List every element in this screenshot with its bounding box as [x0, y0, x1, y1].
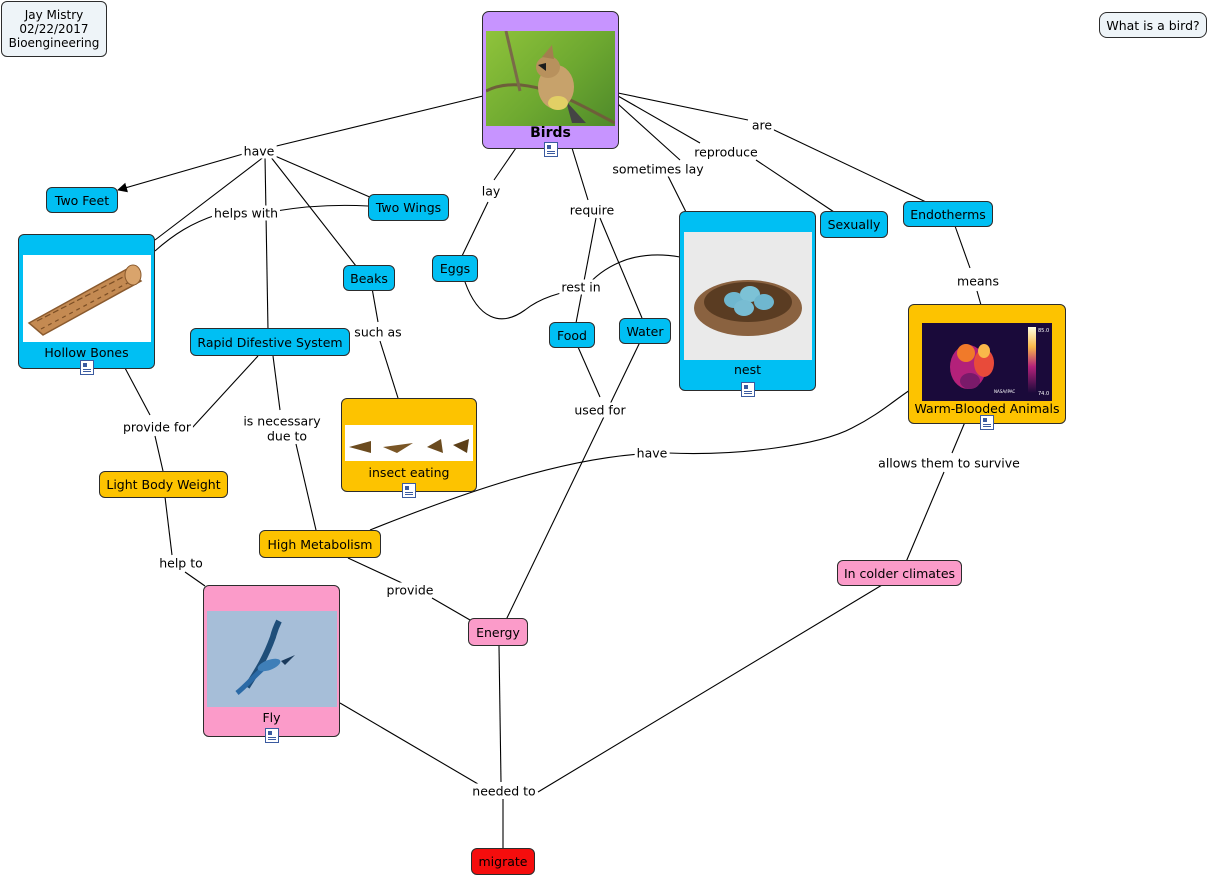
- link-label-provide: provide: [384, 582, 436, 598]
- nest-illustration: [693, 280, 802, 336]
- bone-illustration: [27, 264, 142, 336]
- node-endotherms[interactable]: Endotherms: [903, 201, 993, 227]
- thermal-scale-top: 85.0: [1038, 328, 1049, 334]
- node-rapid-system[interactable]: Rapid Difestive System: [190, 328, 350, 356]
- flying-bird-illustration: [234, 619, 295, 695]
- node-nest-label: nest: [733, 362, 762, 377]
- link-label-lay: lay: [479, 183, 503, 199]
- node-hollow-bones-label: Hollow Bones: [44, 345, 129, 360]
- resource-doc-icon[interactable]: [543, 142, 558, 157]
- thermal-brand: NASA/IPAC: [994, 389, 1015, 394]
- resource-doc-icon[interactable]: [740, 382, 755, 397]
- link-label-have-mid: have: [634, 445, 670, 461]
- beaks-illustration: [349, 439, 469, 453]
- node-fly-label: Fly: [262, 710, 281, 725]
- link-label-require: require: [567, 202, 617, 218]
- node-light-body[interactable]: Light Body Weight: [99, 471, 228, 498]
- resource-doc-icon[interactable]: [980, 415, 994, 430]
- node-birds[interactable]: Birds: [482, 11, 619, 157]
- node-insect-eating-label: insect eating: [368, 465, 450, 480]
- node-water[interactable]: Water: [619, 318, 671, 344]
- thermal-image: 85.0 74.0 NASA/IPAC: [922, 323, 1052, 401]
- node-two-wings[interactable]: Two Wings: [368, 194, 449, 221]
- link-label-means: means: [955, 273, 1001, 289]
- link-label-is-necessary: is necessary: [241, 413, 323, 429]
- link-label-needed-to: needed to: [470, 783, 538, 799]
- link-label-used-for: used for: [572, 402, 628, 418]
- link-label-due-to: due to: [264, 428, 310, 444]
- nest-image: [683, 232, 812, 360]
- node-eggs[interactable]: Eggs: [432, 255, 478, 282]
- waxwing-illustration: [486, 31, 615, 125]
- node-two-feet[interactable]: Two Feet: [46, 187, 118, 213]
- node-insect-eating[interactable]: insect eating: [341, 398, 477, 498]
- node-hollow-bones[interactable]: Hollow Bones: [18, 234, 155, 375]
- link-label-allows: allows them to survive: [876, 455, 1022, 471]
- node-high-metabolism[interactable]: High Metabolism: [259, 530, 381, 558]
- link-label-help-to: help to: [157, 555, 205, 571]
- node-warm-blooded-label: Warm-Blooded Animals: [914, 401, 1060, 416]
- node-food[interactable]: Food: [549, 322, 595, 348]
- link-label-have: have: [241, 143, 277, 159]
- bird-photo: [486, 31, 615, 126]
- resource-doc-icon[interactable]: [402, 483, 416, 498]
- thermal-illustration: 85.0 74.0 NASA/IPAC: [922, 323, 1049, 401]
- node-colder-climates[interactable]: In colder climates: [837, 560, 962, 586]
- link-label-sometimes-lay: sometimes lay: [610, 161, 706, 177]
- resource-doc-icon[interactable]: [264, 728, 279, 743]
- node-warm-blooded[interactable]: 85.0 74.0 NASA/IPAC Warm-Blooded Animals: [908, 304, 1066, 430]
- link-label-helps-with: helps with: [211, 205, 281, 221]
- link-label-provide-for: provide for: [120, 419, 194, 435]
- link-label-reproduce: reproduce: [692, 144, 760, 160]
- thermal-scale-bottom: 74.0: [1038, 391, 1049, 397]
- author-subject: Bioengineering: [8, 36, 100, 50]
- resource-doc-icon[interactable]: [79, 360, 94, 375]
- flying-bird-image: [206, 611, 337, 707]
- link-label-are: are: [749, 117, 775, 133]
- node-fly[interactable]: Fly: [203, 585, 340, 743]
- beak-types-image: [345, 425, 473, 461]
- node-energy[interactable]: Energy: [468, 618, 528, 646]
- node-beaks[interactable]: Beaks: [343, 265, 395, 291]
- link-label-rest-in: rest in: [559, 279, 603, 295]
- author-date: 02/22/2017: [19, 22, 89, 36]
- author-name: Jay Mistry: [24, 8, 84, 22]
- node-migrate[interactable]: migrate: [471, 848, 535, 875]
- node-birds-label: Birds: [530, 125, 571, 141]
- node-nest[interactable]: nest: [679, 211, 816, 397]
- focus-question[interactable]: What is a bird?: [1099, 12, 1207, 38]
- author-info: Jay Mistry 02/22/2017 Bioengineering: [1, 1, 107, 57]
- node-sexually[interactable]: Sexually: [820, 211, 888, 238]
- link-label-such-as: such as: [352, 324, 404, 340]
- hollow-bone-image: [22, 255, 151, 342]
